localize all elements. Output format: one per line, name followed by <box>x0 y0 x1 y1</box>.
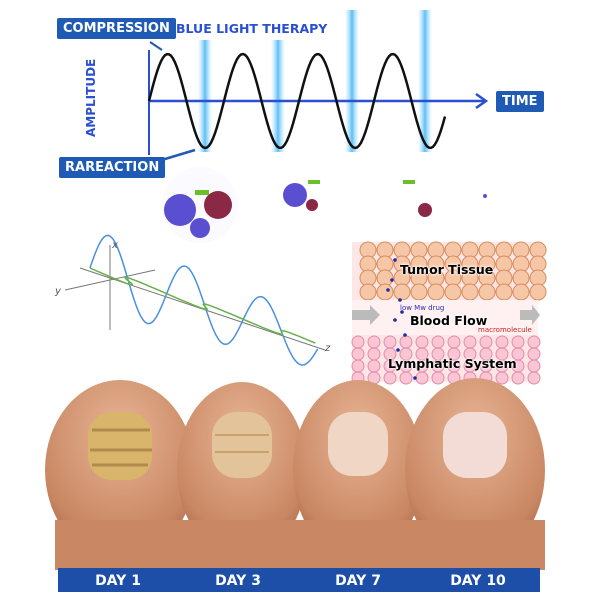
macromolecule-label: macromolecule <box>478 326 532 334</box>
nail-day7 <box>328 412 388 476</box>
em-wave <box>64 234 326 366</box>
blood-flow-label: Blood Flow <box>410 313 488 328</box>
bacteria-clusters <box>162 167 487 243</box>
nail-day3 <box>212 412 272 478</box>
day-7-label: DAY 7 <box>335 573 381 589</box>
axis-x-label: x <box>112 240 118 251</box>
rareaction-tag: RAREACTION <box>59 157 166 178</box>
tumor-tissue-label: Tumor Tissue <box>400 262 494 277</box>
axis-z-label: z <box>325 343 331 354</box>
day-1-label: DAY 1 <box>95 573 141 589</box>
day-bar <box>58 568 540 592</box>
day-3-label: DAY 3 <box>215 573 261 589</box>
tissue-diagram <box>351 241 547 385</box>
nail-day10 <box>443 412 507 478</box>
light-beams <box>198 10 432 152</box>
day-10-label: DAY 10 <box>450 573 506 589</box>
compression-tag: COMPRESSION <box>57 18 176 39</box>
amplitude-label: AMPLITUDE <box>84 58 98 137</box>
drug-label: low Mw drug <box>400 304 445 312</box>
therapy-title: BLUE LIGHT THERAPY <box>176 21 328 36</box>
nail-day1 <box>88 412 152 480</box>
sine-wave <box>147 52 447 150</box>
axis-y-label: y <box>55 286 61 297</box>
lymphatic-label: Lymphatic System <box>388 356 517 371</box>
toes <box>45 378 545 570</box>
time-tag: TIME <box>496 91 544 112</box>
